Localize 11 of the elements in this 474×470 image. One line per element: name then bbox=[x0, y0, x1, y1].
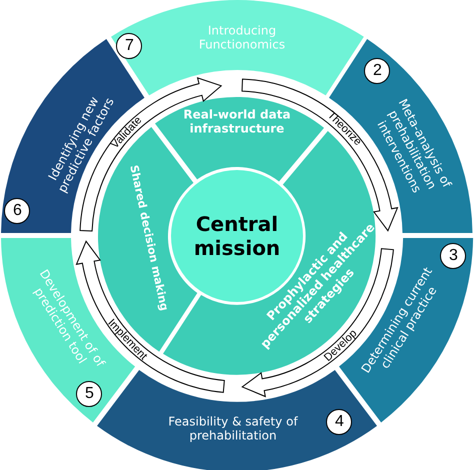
segment-label: Introducing Functionomics bbox=[198, 24, 286, 52]
cycle-arrow bbox=[76, 240, 225, 393]
segment-label: Shared decision making bbox=[126, 162, 172, 314]
cycle-arrow bbox=[80, 77, 222, 232]
segment-label: Real-world data infrastructure bbox=[182, 108, 292, 136]
ring-segment bbox=[110, 0, 364, 96]
center-title: Central mission bbox=[192, 212, 280, 260]
cycle-arrow bbox=[242, 78, 398, 232]
segment-label: Feasibility & safety of prehabilitation bbox=[167, 414, 299, 444]
ring-segment bbox=[155, 97, 324, 182]
cycle-arrow bbox=[242, 248, 394, 398]
